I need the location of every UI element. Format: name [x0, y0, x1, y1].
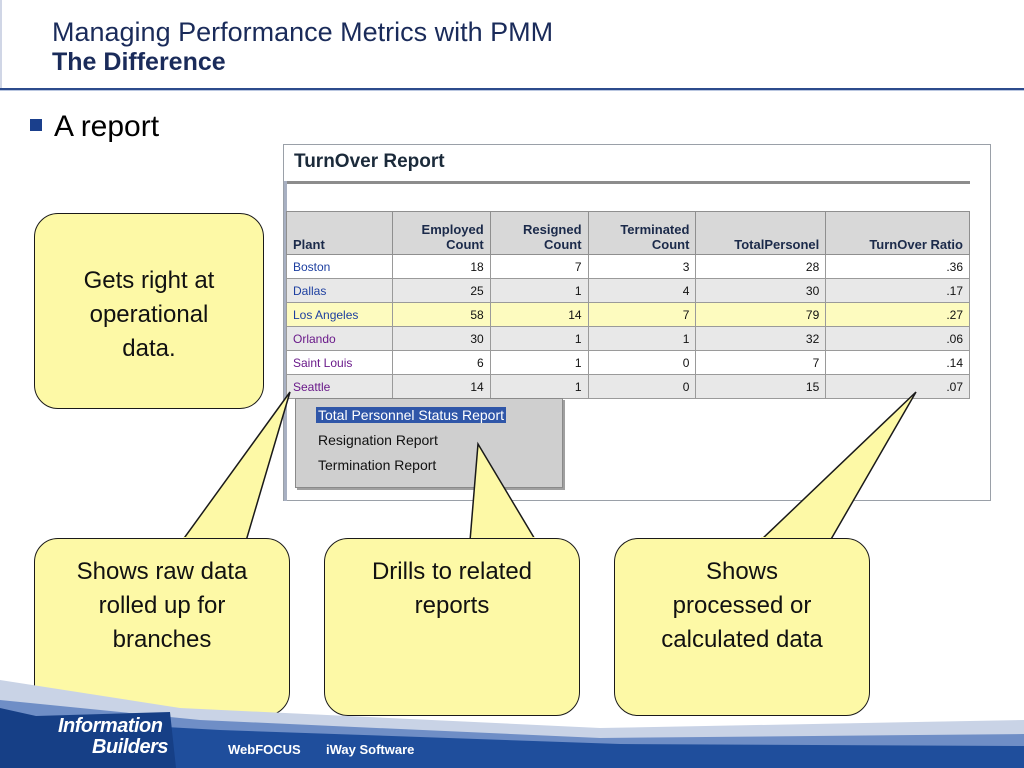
callout-line: branches	[112, 626, 212, 653]
total-cell: 7	[695, 350, 827, 375]
terminated-cell: 7	[587, 302, 697, 327]
terminated-cell: 1	[587, 326, 697, 351]
footer-band	[0, 680, 1024, 768]
drilldown-popup-menu: Total Personnel Status Report Resignatio…	[295, 398, 563, 488]
callout-line: Drills to related	[371, 558, 533, 585]
header-text: Count	[446, 237, 484, 252]
callout-drills: Drills to related reports	[324, 538, 580, 716]
footer-logo-panel	[0, 708, 176, 768]
callout-raw-data: Shows raw data rolled up for branches	[34, 538, 290, 716]
menu-item-termination-report[interactable]: Termination Report	[318, 457, 437, 473]
table-row: Seattle 14 1 0 15 .07	[286, 374, 970, 399]
callout-line: operational	[89, 301, 209, 328]
bullet-text: A report	[54, 110, 160, 143]
terminated-cell: 0	[587, 374, 697, 399]
pointer-raw-data	[180, 391, 291, 542]
total-cell: 79	[695, 302, 827, 327]
bullet-item: A report	[30, 110, 159, 144]
plant-link-seattle[interactable]: Seattle	[286, 374, 393, 399]
callout-line: processed or	[672, 592, 812, 619]
slide-subtitle: The Difference	[52, 48, 226, 76]
callout-operational: Gets right at operational data.	[34, 213, 264, 409]
callout-line: data.	[122, 335, 176, 362]
resigned-cell: 7	[489, 254, 589, 279]
pointer-drills	[469, 441, 538, 542]
employed-cell: 14	[391, 374, 491, 399]
table-row: Los Angeles 58 14 7 79 .27	[286, 302, 970, 327]
pointer-processed	[758, 391, 917, 542]
employed-cell: 58	[391, 302, 491, 327]
header-left-rule	[0, 0, 2, 88]
plant-link-orlando[interactable]: Orlando	[286, 326, 393, 351]
plant-link-boston[interactable]: Boston	[286, 254, 393, 279]
footer-swoosh-dark	[0, 718, 1024, 768]
header-text: Count	[544, 237, 582, 252]
ratio-cell: .36	[825, 254, 970, 279]
slide-header: Managing Performance Metrics with PMM Th…	[52, 16, 553, 76]
callout-line: reports	[414, 592, 490, 619]
footer-link-webfocus[interactable]: WebFOCUS	[228, 742, 301, 757]
brand-logo-line2: Builders	[92, 736, 169, 758]
header-divider	[0, 88, 1024, 90]
report-title: TurnOver Report	[294, 151, 445, 172]
header-text: Count	[651, 237, 690, 252]
employed-cell: 30	[391, 326, 491, 351]
table-row: Orlando 30 1 1 32 .06	[286, 326, 970, 351]
ratio-cell: .17	[825, 278, 970, 303]
callout-line: Shows raw data	[76, 558, 248, 585]
report-left-bar	[284, 181, 287, 501]
menu-item-resignation-report[interactable]: Resignation Report	[318, 432, 438, 448]
total-cell: 32	[695, 326, 827, 351]
resigned-cell: 1	[489, 326, 589, 351]
ratio-cell: .07	[825, 374, 970, 399]
column-header-plant[interactable]: Plant	[286, 211, 393, 255]
header-text: Resigned	[523, 222, 582, 237]
table-row: Dallas 25 1 4 30 .17	[286, 278, 970, 303]
callout-line: calculated data	[661, 626, 823, 653]
callout-line: Gets right at	[83, 267, 215, 294]
bullet-square-icon	[30, 119, 42, 131]
ratio-cell: .27	[825, 302, 970, 327]
total-cell: 28	[695, 254, 827, 279]
report-title-rule	[284, 181, 970, 184]
header-text: Employed	[421, 222, 484, 237]
column-header-total[interactable]: TotalPersonel	[695, 211, 827, 255]
plant-link-dallas[interactable]: Dallas	[286, 278, 393, 303]
total-cell: 15	[695, 374, 827, 399]
header-divider-light	[0, 90, 1024, 91]
callout-processed: Shows processed or calculated data	[614, 538, 870, 716]
plant-link-los-angeles[interactable]: Los Angeles	[286, 302, 393, 327]
terminated-cell: 4	[587, 278, 697, 303]
header-text: Terminated	[620, 222, 690, 237]
plant-link-saint-louis[interactable]: Saint Louis	[286, 350, 393, 375]
terminated-cell: 0	[587, 350, 697, 375]
resigned-cell: 14	[489, 302, 589, 327]
footer-link-iway[interactable]: iWay Software	[326, 742, 415, 757]
slide-title: Managing Performance Metrics with PMM	[52, 17, 554, 47]
callout-line: rolled up for	[98, 592, 226, 619]
column-header-ratio[interactable]: TurnOver Ratio	[825, 211, 970, 255]
menu-item-total-personnel-status[interactable]: Total Personnel Status Report	[316, 407, 506, 423]
brand-logo-line1: Information	[58, 715, 163, 737]
callout-line: Shows	[705, 558, 779, 585]
